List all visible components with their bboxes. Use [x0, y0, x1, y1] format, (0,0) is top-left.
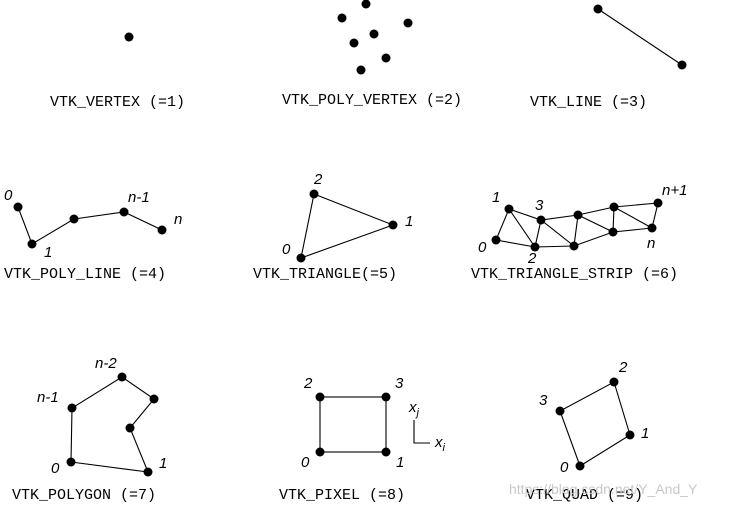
- edge: [300, 193, 395, 259]
- vertex-label: n-1: [128, 189, 150, 206]
- vertex-label: 0: [4, 187, 13, 204]
- cell-name-triangle: VTK_TRIANGLE(=5): [253, 266, 397, 283]
- vertex-label: 2: [303, 375, 313, 392]
- cell-poly-line: 0 1 n-1 n VTK_POLY_LINE (=4): [4, 187, 182, 283]
- cell-polygon: 0 1 n-2 n-1 VTK_POLYGON (=7): [12, 355, 167, 504]
- cell-name-line: VTK_LINE (=3): [530, 94, 647, 111]
- vertex-point: [369, 29, 379, 39]
- vertex-point: [609, 377, 619, 387]
- vertex-point: [124, 32, 134, 42]
- vertex-point: [593, 4, 603, 14]
- cell-pixel: 0 1 2 3 xj xi VTK_PIXEL (=8): [279, 375, 446, 504]
- vertex-point: [69, 214, 79, 224]
- vertex-label: 0: [478, 239, 487, 256]
- vertex-point: [381, 447, 391, 457]
- vertex-point: [573, 210, 583, 220]
- cell-line: VTK_LINE (=3): [530, 4, 687, 111]
- axis-label-j: xj: [408, 399, 420, 419]
- vertex-point: [381, 392, 391, 402]
- vertex-point: [337, 13, 347, 23]
- cell-name-triangle-strip: VTK_TRIANGLE_STRIP (=6): [471, 266, 678, 283]
- cell-name-poly-vertex: VTK_POLY_VERTEX (=2): [282, 92, 462, 109]
- vertex-label: n+1: [662, 182, 687, 199]
- vertex-label: 2: [618, 359, 628, 376]
- edge: [17, 206, 163, 245]
- vertex-label: 3: [539, 392, 548, 409]
- edge: [559, 381, 631, 467]
- edge: [495, 202, 659, 249]
- cell-name-vertex: VTK_VERTEX (=1): [50, 94, 185, 111]
- vertex-point: [530, 242, 540, 252]
- vertex-point: [491, 235, 501, 245]
- cell-name-quad: VTK_QUAD (=9): [526, 487, 643, 504]
- vertex-point: [575, 461, 585, 471]
- vertex-point: [403, 18, 413, 28]
- vertex-label: 2: [527, 250, 537, 267]
- vertex-point: [504, 204, 514, 214]
- edge: [319, 396, 387, 453]
- cell-name-poly-line: VTK_POLY_LINE (=4): [4, 266, 166, 283]
- vertex-point: [143, 467, 153, 477]
- vertex-point: [315, 447, 325, 457]
- vertex-point: [388, 220, 398, 230]
- vertex-label: 2: [313, 171, 323, 188]
- vertex-point: [296, 253, 306, 263]
- vertex-label: 1: [641, 425, 649, 442]
- vertex-point: [157, 225, 167, 235]
- cell-poly-vertex: VTK_POLY_VERTEX (=2): [282, 0, 462, 109]
- vertex-point: [647, 223, 657, 233]
- vertex-label: n-1: [37, 389, 59, 406]
- edge: [70, 376, 155, 473]
- vertex-label: 0: [301, 454, 310, 471]
- vertex-point: [309, 189, 319, 199]
- vertex-label: 0: [51, 460, 60, 477]
- vertex-point: [13, 202, 23, 212]
- cell-triangle: 0 1 2 VTK_TRIANGLE(=5): [253, 171, 413, 283]
- vertex-point: [555, 406, 565, 416]
- cell-name-polygon: VTK_POLYGON (=7): [12, 487, 156, 504]
- vertex-label: 1: [492, 189, 500, 206]
- vertex-point: [117, 372, 127, 382]
- vertex-label: 3: [395, 375, 404, 392]
- vertex-point: [66, 457, 76, 467]
- vertex-point: [653, 198, 663, 208]
- vertex-point: [677, 60, 687, 70]
- vertex-label: 3: [535, 197, 544, 214]
- vertex-label: n: [647, 235, 655, 252]
- vertex-point: [119, 207, 129, 217]
- vertex-point: [27, 239, 37, 249]
- vertex-point: [149, 394, 159, 404]
- vertex-label: n: [174, 211, 182, 228]
- vertex-point: [381, 53, 391, 63]
- cell-vertex: VTK_VERTEX (=1): [50, 32, 185, 111]
- axes-lines: [413, 420, 430, 444]
- vertex-point: [608, 227, 618, 237]
- cell-name-pixel: VTK_PIXEL (=8): [279, 487, 405, 504]
- axes-indicator: xj xi: [408, 399, 446, 454]
- vertex-point: [356, 65, 366, 75]
- vertex-point: [67, 403, 77, 413]
- vertex-label: 0: [560, 459, 569, 476]
- vertex-label: n-2: [95, 355, 117, 372]
- vertex-point: [609, 202, 619, 212]
- vertex-point: [569, 241, 579, 251]
- edge: [597, 8, 683, 66]
- vertex-point: [625, 430, 635, 440]
- watermark-text: https://blog.csdn.net/Y_And_Y: [509, 481, 698, 497]
- vertex-point: [349, 38, 359, 48]
- vertex-label: 1: [396, 454, 404, 471]
- cell-quad: 0 1 2 3 VTK_QUAD (=9): [526, 359, 649, 504]
- vertex-label: 0: [282, 241, 291, 258]
- vertex-label: 1: [405, 213, 413, 230]
- vertex-point: [361, 0, 371, 9]
- axis-label-i: xi: [434, 434, 446, 454]
- vertex-point: [315, 392, 325, 402]
- vertex-label: 1: [44, 244, 52, 261]
- vertex-point: [125, 423, 135, 433]
- cell-triangle-strip: 0 1 2 3 n n+1 VTK_TRIANGLE_STRIP (=6): [471, 182, 687, 283]
- vertex-label: 1: [159, 455, 167, 472]
- vertex-point: [536, 215, 546, 225]
